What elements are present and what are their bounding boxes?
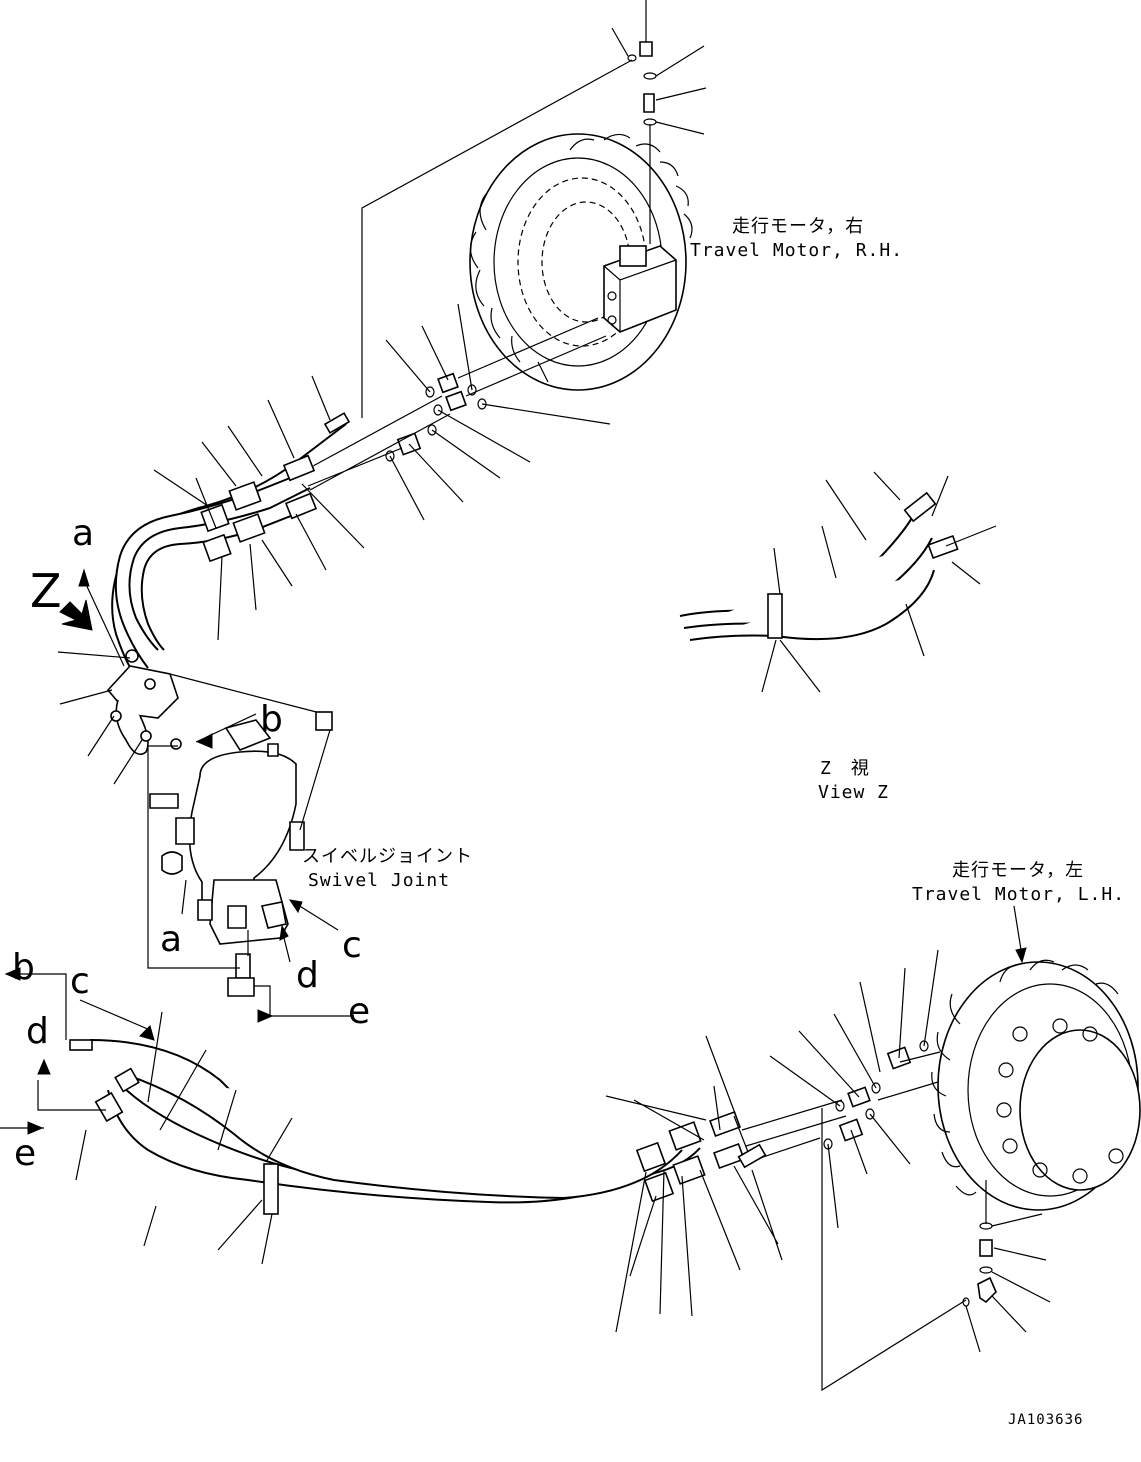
callout-e-swivel: e [348, 991, 371, 1032]
view-z-marker: Z [30, 564, 62, 618]
swivel-joint-label-jp: スイベルジョイント [302, 846, 473, 867]
travel-motor-rh-label-en: Travel Motor, R.H. [690, 240, 904, 261]
view-z-label-en: View Z [818, 782, 890, 803]
lh-label-arrow [1013, 905, 1027, 964]
lower-hose-bundle [0, 967, 783, 1333]
travel-motor-lh-label-jp: 走行モータ，左 [952, 860, 1085, 881]
travel-motor-lh-drawing [821, 959, 1141, 1392]
view-z-label-jp: Z 視 [820, 758, 870, 779]
swivel-joint-label-en: Swivel Joint [308, 870, 451, 891]
callout-d-swivel: d [296, 955, 319, 996]
callout-c-left: c [70, 961, 90, 1002]
callout-e-left: e [14, 1133, 37, 1174]
lh-motor-port-fittings [741, 949, 941, 1229]
callout-a-top: a [72, 513, 95, 554]
callout-a-swivel: a [160, 919, 183, 960]
travel-motor-rh-label-jp: 走行モータ，右 [732, 216, 865, 237]
view-z-detail [679, 471, 997, 693]
drawing-code: JA103636 [1008, 1412, 1084, 1428]
swivel-upper-manifold [57, 568, 325, 785]
travel-motor-rh-drawing [469, 133, 693, 391]
callout-d-left: d [26, 1011, 49, 1052]
rh-motor-port-fittings [301, 303, 611, 521]
swivel-joint-drawing [147, 711, 354, 1023]
callout-c-swivel: c [342, 925, 362, 966]
rh-motor-top-fittings [361, 0, 707, 418]
upper-hose-bundle [111, 375, 365, 685]
callout-b-top: b [260, 699, 283, 740]
view-z-arrow [59, 599, 93, 631]
travel-motor-lh-label-en: Travel Motor, L.H. [912, 884, 1126, 905]
callout-b-left: b [12, 947, 35, 988]
